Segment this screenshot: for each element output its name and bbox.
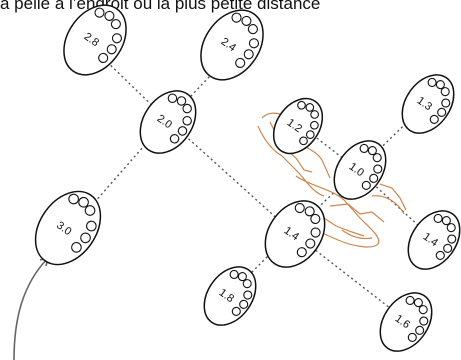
connector-line	[71, 121, 166, 229]
node-1-4-center: 1.4	[264, 200, 326, 268]
node-1-8: 1.8	[203, 266, 257, 326]
excavator-sketch-icon	[257, 112, 407, 248]
node-1-6: 1.6	[379, 292, 433, 352]
node-1-2: 1.2	[272, 97, 324, 155]
node-2-0: 2.0	[139, 90, 197, 154]
node-3-0: 3.0	[34, 190, 102, 266]
node-1-4-right: 1.4	[407, 210, 461, 270]
pointer-arrow-icon	[13, 257, 49, 360]
connector-line	[169, 121, 293, 233]
node-1-0: 1.0	[333, 140, 387, 200]
node-1-3: 1.3	[401, 74, 455, 134]
node-2-4: 2.4	[200, 9, 264, 81]
node-2-8: 2.8	[63, 4, 127, 76]
